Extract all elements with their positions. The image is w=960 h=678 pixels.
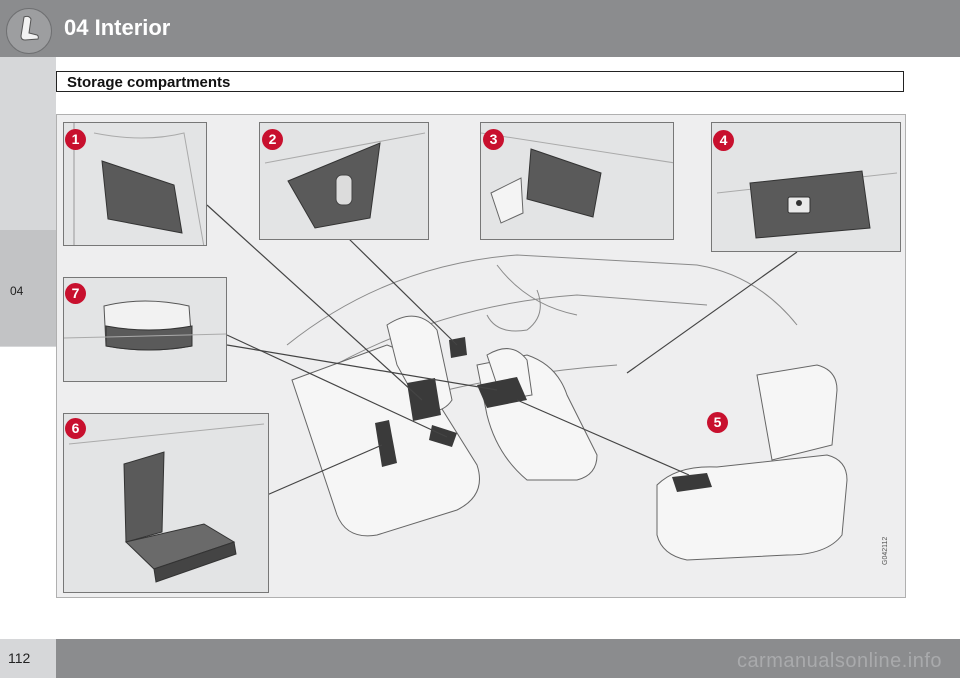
seatback-pocket-marker xyxy=(407,378,441,421)
chapter-title: 04 Interior xyxy=(64,15,171,40)
page-number: 112 xyxy=(8,650,31,666)
footer-page-box xyxy=(0,639,56,678)
callout-5: 5 xyxy=(707,412,728,433)
callout-7: 7 xyxy=(65,283,86,304)
callout-6: 6 xyxy=(65,418,86,439)
callout-1: 1 xyxy=(65,129,86,150)
callout-4: 4 xyxy=(713,130,734,151)
chapter-header xyxy=(0,0,960,57)
watermark: carmanualsonline.info xyxy=(736,650,942,672)
chapter-tab-label: 04 xyxy=(10,284,24,298)
seat-icon xyxy=(6,8,52,54)
detail-inset-4 xyxy=(711,122,901,252)
detail-inset-7 xyxy=(63,277,227,382)
section-title: Storage compartments xyxy=(56,71,904,92)
callout-2: 2 xyxy=(262,129,283,150)
page-footer xyxy=(0,639,960,678)
figure-code: G042112 xyxy=(882,536,889,565)
detail-inset-1 xyxy=(63,122,207,246)
callout-3: 3 xyxy=(483,129,504,150)
detail-inset-6 xyxy=(63,413,269,593)
car-interior-drawing xyxy=(206,204,848,561)
storage-illustration: 1 2 3 4 5 6 7 xyxy=(56,114,906,598)
detail-inset-3 xyxy=(480,122,674,240)
chapter-tab-active[interactable] xyxy=(0,230,56,346)
detail-inset-2 xyxy=(259,122,429,240)
